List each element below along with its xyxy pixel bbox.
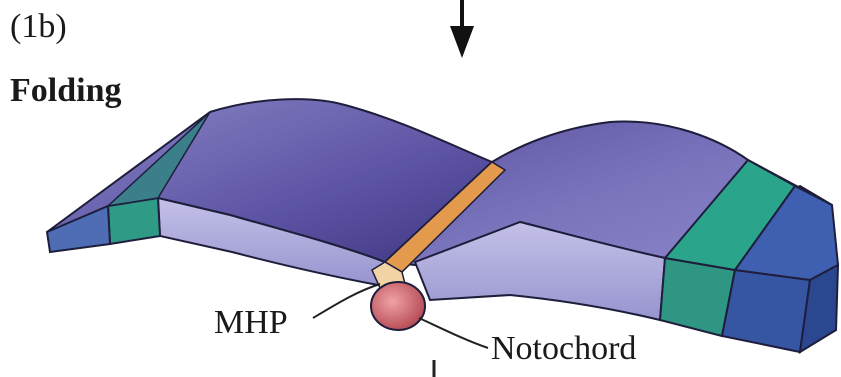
right-epidermis-side	[722, 270, 810, 352]
down-arrow-icon	[450, 0, 474, 58]
panel-title: Folding	[10, 72, 121, 110]
panel-id: (1b)	[10, 8, 67, 46]
mhp-label: MHP	[214, 304, 288, 342]
notochord-label: Notochord	[491, 330, 636, 368]
notochord-shape	[371, 282, 425, 330]
notochord-leader-line	[419, 318, 488, 348]
mhp-leader-line	[313, 284, 380, 318]
